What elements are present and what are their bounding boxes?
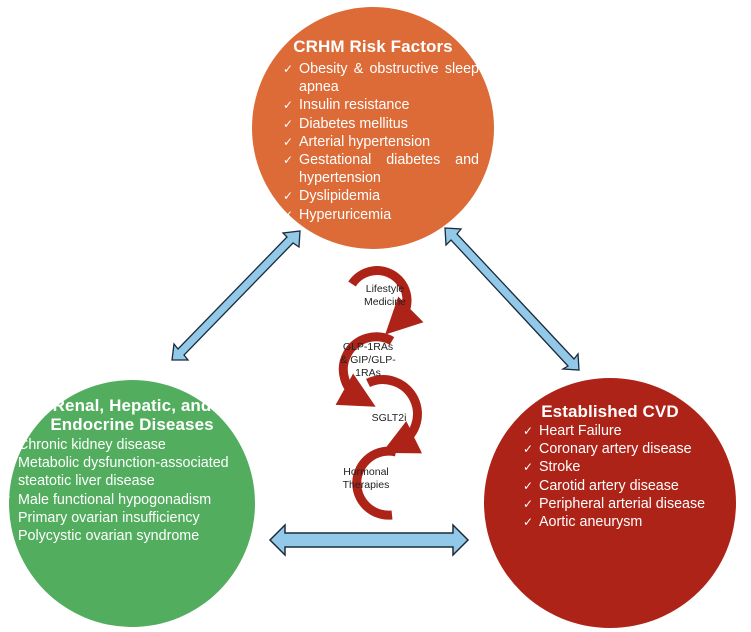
title-line: Endocrine Diseases [50,415,214,434]
check-icon: ✓ [523,478,534,493]
therapy-glp1: GLP-1RAs & GIP/GLP- 1RAs [332,341,404,380]
list-item: ✓Peripheral arterial disease [523,495,706,512]
therapy-line: Hormonal [343,466,389,478]
check-icon: ✓ [2,529,13,544]
check-icon: ✓ [2,438,13,452]
list-item: ✓Coronary artery disease [523,441,692,458]
check-icon: ✓ [283,189,294,204]
risk-factors-circle: CRHM Risk Factors ✓Obesity & obstructive… [252,7,494,249]
check-icon: ✓ [283,116,294,131]
list-item: ✓Dyslipidemia [283,188,381,205]
check-icon: ✓ [523,442,534,457]
risk-factors-title: CRHM Risk Factors [293,37,453,56]
check-icon: ✓ [2,510,13,525]
list-item: ✓Carotid artery disease [523,477,679,494]
list-item: ✓Arterial hypertension [283,133,431,150]
renal-hepatic-endocrine-title: Renal, Hepatic, and Endocrine Diseases [9,396,255,434]
list-item: ✓Heart Failure [523,423,622,439]
cycle-arrow-lifestyle [348,266,424,335]
renal-hepatic-endocrine-list: ✓Chronic kidney disease ✓Metabolic dysfu… [2,436,262,545]
cycle-arrow-hormonal [352,446,398,520]
list-item: ✓Aortic aneurysm [523,514,643,531]
cycle-arrow-sglt2i [366,375,423,454]
therapy-hormonal: Hormonal Therapies [334,466,398,492]
therapy-line: & GIP/GLP- [340,354,396,366]
therapy-line: Therapies [342,479,390,491]
check-icon: ✓ [523,424,534,438]
check-icon: ✓ [283,62,294,76]
title-line: Renal, Hepatic, and [52,396,212,415]
established-cvd-list: ✓Heart Failure ✓Coronary artery disease … [523,422,733,531]
double-arrow-renal-to-cvd [268,523,470,557]
therapy-line: GLP-1RAs [342,341,394,353]
double-arrow-risk-to-renal [171,230,301,361]
check-icon: ✓ [283,153,294,168]
therapy-line: SGLT2i [371,412,407,424]
therapy-line: Medicine [363,296,407,308]
established-cvd-title: Established CVD [541,402,679,421]
check-icon: ✓ [523,515,534,530]
list-item: ✓Polycystic ovarian syndrome [2,528,200,545]
list-item: ✓Primary ovarian insufficiency [2,509,200,526]
double-arrow-risk-to-cvd [444,227,580,371]
established-cvd-circle: Established CVD ✓Heart Failure ✓Coronary… [484,378,736,628]
check-icon: ✓ [523,460,534,475]
list-item: ✓Diabetes mellitus [283,115,408,132]
therapy-line: 1RAs [355,367,381,379]
check-icon: ✓ [283,207,294,222]
check-icon: ✓ [2,492,13,507]
check-icon: ✓ [283,134,294,149]
list-item: ✓Gestational diabetes and hypertension [283,152,479,187]
list-item: ✓Male functional hypogonadism [2,491,212,508]
list-item: ✓Hyperuricemia [283,206,392,223]
list-item: ✓Metabolic dysfunction-associated steato… [2,455,229,490]
therapy-line: Lifestyle [365,283,405,295]
therapy-sglt2i: SGLT2i [364,412,414,425]
check-icon: ✓ [523,496,534,511]
cycle-arrow-glp1 [335,332,395,407]
list-item: ✓Insulin resistance [283,97,410,114]
list-item: ✓Chronic kidney disease [2,437,166,453]
renal-hepatic-endocrine-circle: Renal, Hepatic, and Endocrine Diseases ✓… [2,380,255,627]
check-icon: ✓ [283,98,294,113]
check-icon: ✓ [2,456,13,471]
therapy-lifestyle-medicine: Lifestyle Medicine [358,283,412,309]
risk-factors-list: ✓Obesity & obstructive sleep apnea ✓Insu… [283,60,479,224]
list-item: ✓Stroke [523,459,581,476]
list-item: ✓Obesity & obstructive sleep apnea [283,61,479,96]
